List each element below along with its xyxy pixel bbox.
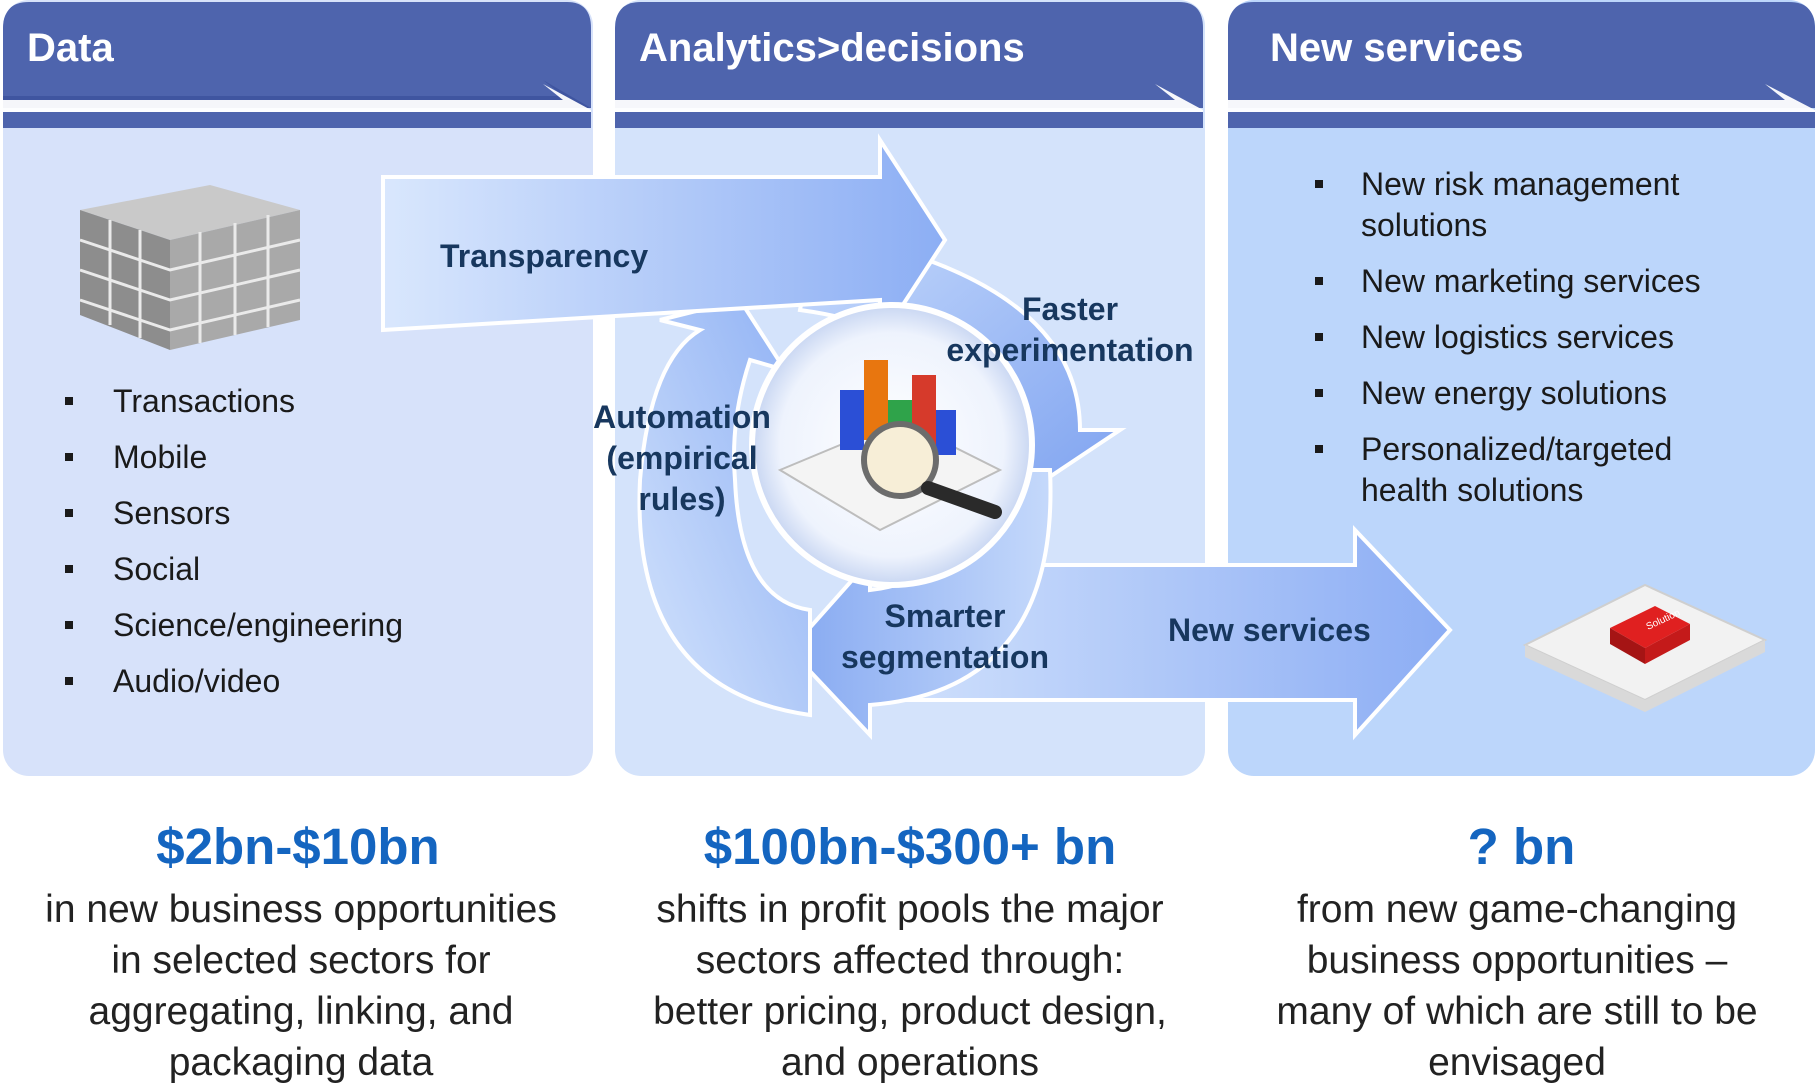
list-item: Social	[65, 551, 403, 587]
analytics-header-banner: Analytics>decisions	[615, 0, 1205, 130]
analytics-description: shifts in profit pools the major sectors…	[612, 884, 1208, 1088]
new-services-header-title: New services	[1270, 26, 1524, 70]
data-header-title: Data	[27, 26, 114, 70]
list-item: New logistics services	[1313, 317, 1753, 358]
smarter-segmentation-label: Smarter segmentation	[820, 596, 1070, 678]
label-line: experimentation	[946, 332, 1194, 368]
description-line: packaging data	[168, 1041, 434, 1084]
analytics-amount: $100bn-$300+ bn	[703, 818, 1117, 875]
new-services-description: from new game-changing business opportun…	[1219, 884, 1815, 1088]
list-item: New marketing services	[1313, 261, 1753, 302]
list-item: Personalized/targeted health solutions	[1313, 429, 1753, 511]
data-panel: Data	[3, 0, 593, 776]
data-sources-list: Transactions Mobile Sensors Social Scien…	[65, 383, 403, 719]
description-line: and operations	[780, 1041, 1040, 1084]
new-services-header-banner: New services	[1228, 0, 1815, 130]
label-line: rules)	[638, 481, 726, 517]
transparency-label: Transparency	[440, 238, 649, 274]
description-line: in selected sectors for	[111, 939, 491, 982]
data-amount: $2bn-$10bn	[156, 818, 440, 875]
description-line: aggregating, linking, and	[88, 990, 514, 1033]
automation-label: Automation (empirical rules)	[582, 397, 782, 520]
description-line: shifts in profit pools the major	[656, 888, 1164, 931]
list-item: Science/engineering	[65, 607, 403, 643]
data-header-banner: Data	[3, 0, 593, 130]
transparency-arrow	[381, 133, 948, 347]
label-line: Smarter	[884, 598, 1006, 634]
description-line: business opportunities –	[1306, 939, 1728, 982]
header-arrow-shape	[615, 2, 1203, 128]
list-item: Sensors	[65, 495, 403, 531]
list-item: New energy solutions	[1313, 373, 1753, 414]
description-line: in new business opportunities	[45, 888, 557, 931]
list-item: Audio/video	[65, 663, 403, 699]
new-services-amount: ? bn	[1467, 818, 1576, 875]
data-cube-icon	[79, 185, 301, 350]
list-item: Transactions	[65, 383, 403, 419]
list-item: New risk management solutions	[1313, 164, 1753, 246]
description-line: many of which are still to be	[1276, 990, 1758, 1033]
header-arrow-shape	[1228, 2, 1815, 128]
description-line: sectors affected through:	[695, 939, 1125, 982]
description-line: envisaged	[1428, 1041, 1606, 1084]
new-services-list: New risk management solutions New market…	[1313, 164, 1753, 526]
new-services-flow-label: New services	[1168, 612, 1371, 648]
bar-chart-magnifier-icon	[777, 360, 1003, 532]
description-line: from new game-changing	[1296, 888, 1738, 931]
label-line: Faster	[1021, 291, 1119, 327]
data-description: in new business opportunities in selecte…	[3, 884, 599, 1088]
faster-experimentation-label: Faster experimentation	[930, 289, 1210, 371]
list-item: Mobile	[65, 439, 403, 475]
puzzle-solution-icon: Solution	[1522, 583, 1768, 712]
label-line: segmentation	[840, 639, 1050, 675]
label-line: (empirical	[606, 440, 758, 476]
cycle-arrow-left	[637, 297, 812, 718]
description-line: better pricing, product design,	[653, 990, 1167, 1033]
analytics-header-title: Analytics>decisions	[639, 26, 1025, 70]
header-arrow-shape	[3, 2, 591, 128]
label-line: Automation	[593, 399, 771, 435]
